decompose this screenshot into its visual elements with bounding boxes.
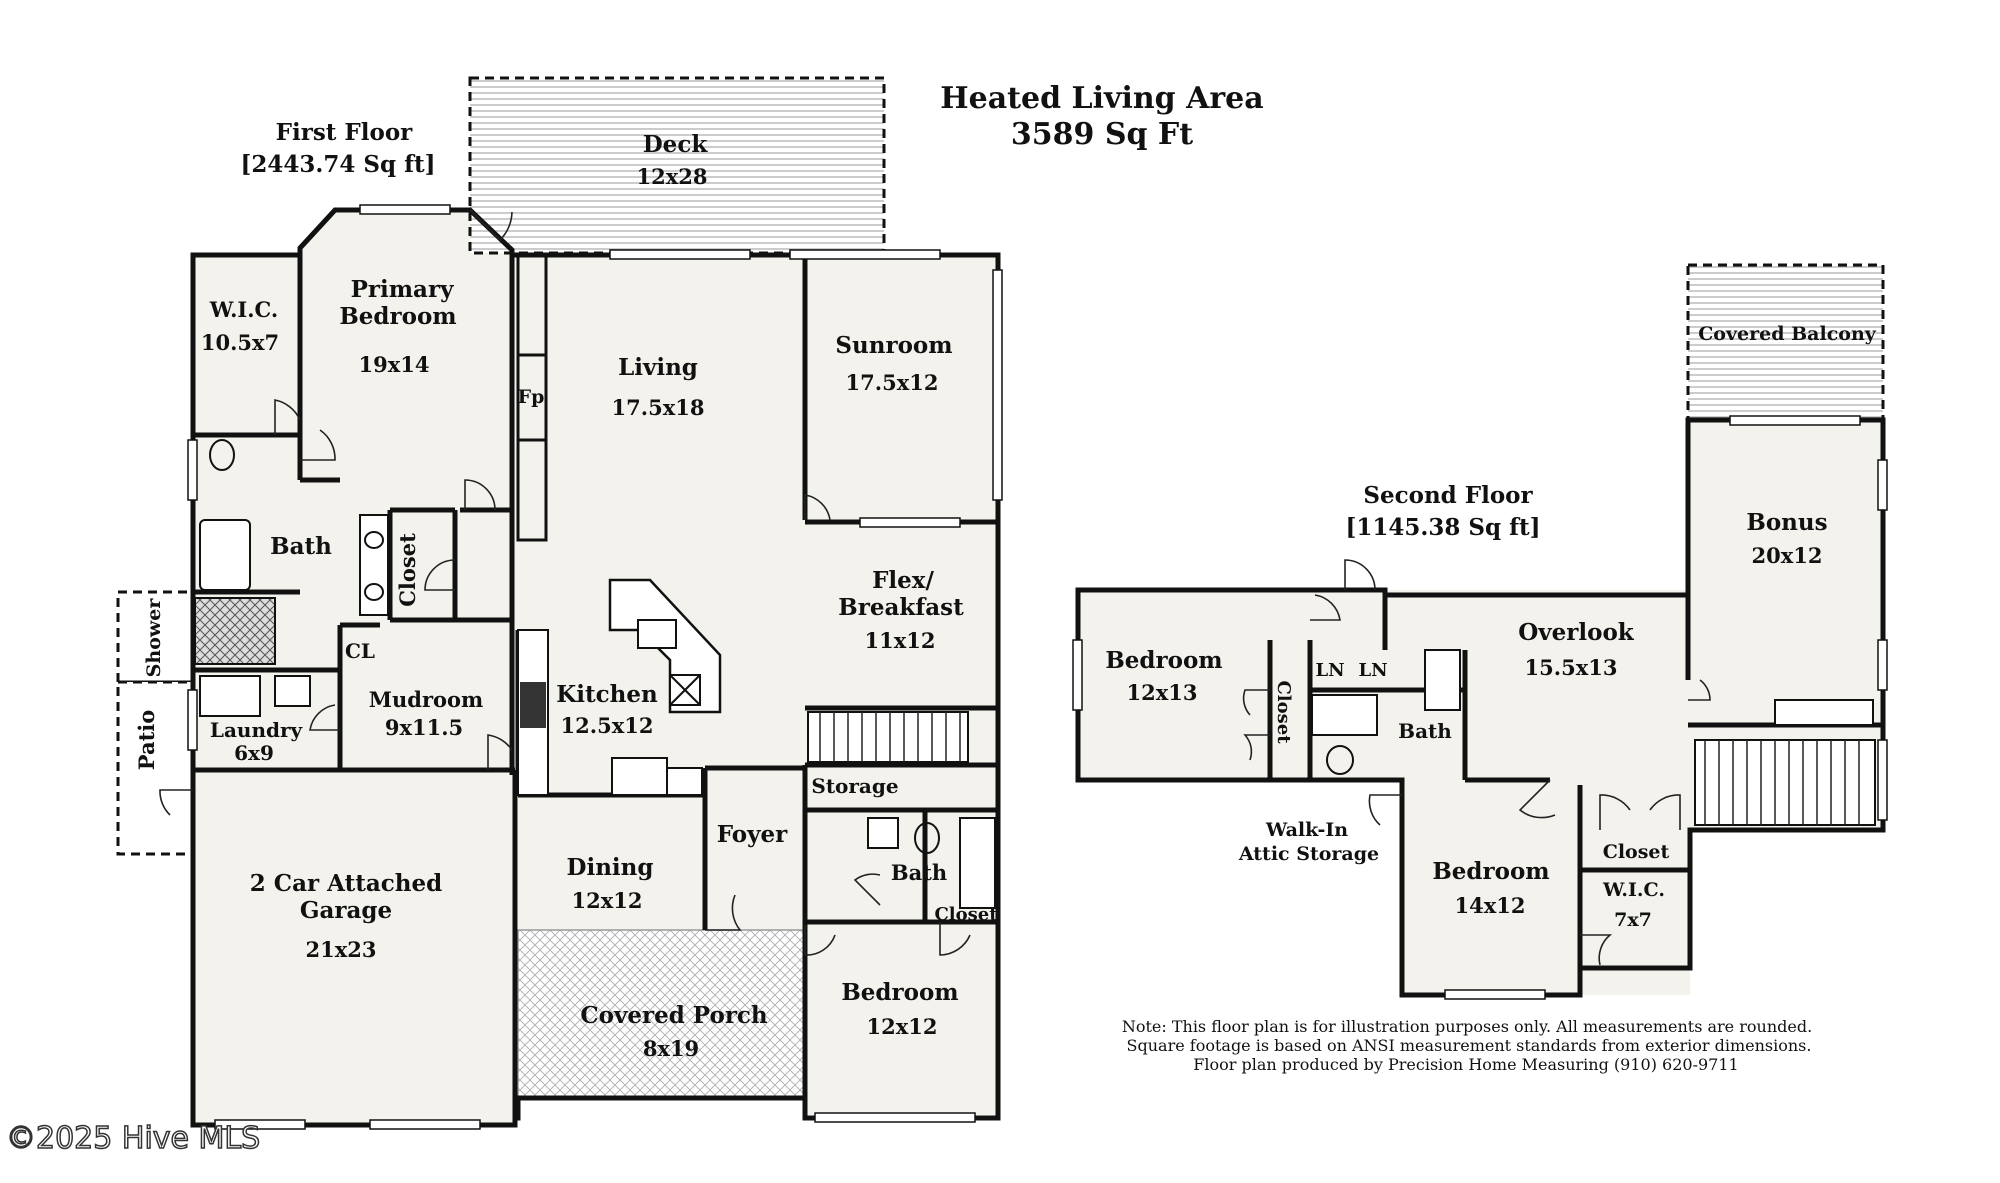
patio-label: Patio	[134, 710, 159, 771]
kitchen-dim: 12.5x12	[561, 713, 654, 738]
closet-b-label: Closet	[1603, 841, 1670, 863]
second-floor-area: [1145.38 Sq ft]	[1345, 514, 1540, 541]
bedroom-first-label: Bedroom	[841, 979, 958, 1006]
shower-label: Shower	[143, 598, 165, 678]
mudroom-dim: 9x11.5	[385, 715, 463, 740]
closet-hall-label: Closet	[934, 904, 998, 925]
laundry-dim: 6x9	[234, 741, 274, 765]
heated-area-title: Heated Living Area	[940, 81, 1263, 116]
deck-dim: 12x28	[637, 164, 708, 189]
bedroom-b-label: Bedroom	[1432, 858, 1549, 885]
living-label: Living	[618, 354, 698, 381]
covered-porch-label: Covered Porch	[580, 1002, 768, 1029]
sunroom-label: Sunroom	[835, 332, 952, 359]
wic-second-label: W.I.C.	[1602, 879, 1665, 901]
garage-dim: 21x23	[306, 937, 377, 962]
kitchen-label: Kitchen	[556, 681, 658, 708]
note-line-2: Square footage is based on ANSI measurem…	[1127, 1036, 1812, 1055]
bonus-label: Bonus	[1746, 509, 1827, 536]
mudroom-label: Mudroom	[369, 687, 484, 712]
primary-label-1: Primary	[351, 276, 455, 303]
heated-area-value: 3589 Sq Ft	[1011, 117, 1193, 152]
covered-balcony-area	[1686, 263, 1885, 422]
closet-primary-label: Closet	[395, 533, 420, 607]
bath-primary-label: Bath	[270, 533, 332, 560]
sunroom-dim: 17.5x12	[846, 370, 939, 395]
attic-label-2: Attic Storage	[1238, 843, 1379, 865]
flex-label-2: Breakfast	[838, 594, 964, 621]
doors	[159, 209, 971, 956]
ln2-label: LN	[1358, 660, 1387, 681]
bedroom-b-dim: 14x12	[1455, 893, 1526, 918]
stairs-first	[807, 711, 969, 763]
living-dim: 17.5x18	[612, 395, 705, 420]
windows	[187, 204, 1003, 1130]
patio-area	[116, 680, 195, 856]
attic-label-1: Walk-In	[1265, 819, 1348, 841]
second-floor-details	[1072, 415, 1888, 1000]
second-floor-walls	[1075, 417, 1886, 998]
bedroom-a-label: Bedroom	[1105, 647, 1222, 674]
overlook-label: Overlook	[1518, 619, 1635, 646]
closet-second-label: Closet	[1273, 680, 1294, 744]
storage-label: Storage	[811, 774, 898, 798]
foyer-label: Foyer	[717, 821, 788, 848]
note-line-3: Floor plan produced by Precision Home Me…	[1193, 1055, 1738, 1074]
header-labels: Heated Living Area 3589 Sq Ft First Floo…	[240, 81, 1540, 541]
laundry-label: Laundry	[210, 718, 304, 742]
bonus-dim: 20x12	[1752, 543, 1823, 568]
bath-second-label: Bath	[1398, 719, 1452, 743]
kitchen-counters	[517, 629, 703, 796]
second-floor-title: Second Floor	[1363, 482, 1533, 509]
dining-label: Dining	[567, 854, 654, 881]
fp-label: Fp	[518, 386, 545, 408]
bedroom-a-dim: 12x13	[1127, 680, 1198, 705]
overlook-dim: 15.5x13	[1525, 655, 1618, 680]
bath-fixtures-first	[194, 439, 996, 909]
covered-porch-dim: 8x19	[643, 1036, 699, 1061]
ln1-label: LN	[1315, 660, 1344, 681]
primary-dim: 19x14	[359, 352, 430, 377]
bedroom-first-dim: 12x12	[867, 1014, 938, 1039]
wic-second-dim: 7x7	[1614, 909, 1652, 931]
garage-label-1: 2 Car Attached	[250, 870, 442, 897]
watermark: ©2025 Hive MLS	[6, 1121, 260, 1156]
flex-dim: 11x12	[865, 628, 936, 653]
dining-dim: 12x12	[572, 888, 643, 913]
balcony-label: Covered Balcony	[1698, 323, 1877, 345]
flex-label-1: Flex/	[872, 567, 934, 594]
primary-label-2: Bedroom	[339, 303, 456, 330]
note-line-1: Note: This floor plan is for illustratio…	[1122, 1017, 1812, 1036]
second-floor-labels: Covered Balcony Bonus 20x12 Overlook 15.…	[1105, 323, 1876, 931]
note-block: Note: This floor plan is for illustratio…	[1122, 1017, 1812, 1074]
first-floor-labels: Deck 12x28 W.I.C. 10.5x7 Primary Bedroom…	[134, 131, 998, 1061]
wic-label: W.I.C.	[209, 297, 278, 322]
first-floor-title: First Floor	[276, 119, 414, 146]
garage-label-2: Garage	[300, 897, 392, 924]
first-floor-area: [2443.74 Sq ft]	[240, 151, 435, 178]
bath-hall-label: Bath	[891, 860, 947, 885]
kitchen-island	[608, 578, 722, 714]
cl-label: CL	[345, 639, 375, 663]
wic-dim: 10.5x7	[201, 330, 279, 355]
deck-label: Deck	[643, 131, 709, 158]
